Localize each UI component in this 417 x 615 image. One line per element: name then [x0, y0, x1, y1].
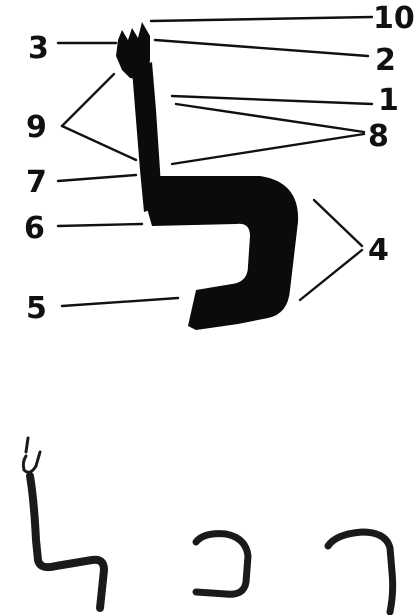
callout-7: 7: [26, 165, 47, 200]
callout-5: 5: [26, 291, 47, 326]
handwritten-script-sample: [23, 438, 392, 612]
callout-6: 6: [24, 211, 45, 246]
callout-4: 4: [368, 233, 389, 268]
leader-7: [58, 175, 136, 181]
callout-2: 2: [375, 43, 396, 78]
leader-4b: [300, 250, 362, 300]
leader-8a: [176, 104, 364, 132]
handwritten-lamed: [23, 438, 104, 608]
callout-10: 10: [373, 1, 415, 36]
leader-5: [62, 298, 178, 306]
leader-1: [172, 96, 372, 104]
callout-8: 8: [368, 119, 389, 154]
callout-numbers: 10 2 3 1 8 9 7 6 4 5: [24, 1, 415, 326]
handwritten-kaf: [196, 534, 248, 595]
leader-2: [155, 40, 368, 56]
callout-3: 3: [28, 31, 49, 66]
leader-8b: [172, 134, 364, 164]
lamed-base: [144, 176, 298, 330]
leader-4a: [314, 200, 362, 246]
lamed-letter: [116, 22, 298, 330]
leader-6: [58, 224, 142, 226]
leader-10: [151, 17, 372, 21]
leader-9b: [62, 126, 136, 160]
callout-1: 1: [378, 83, 399, 118]
handwritten-resh: [328, 532, 393, 612]
leader-9a: [62, 74, 114, 126]
callout-9: 9: [26, 110, 47, 145]
leader-lines: [58, 17, 372, 306]
